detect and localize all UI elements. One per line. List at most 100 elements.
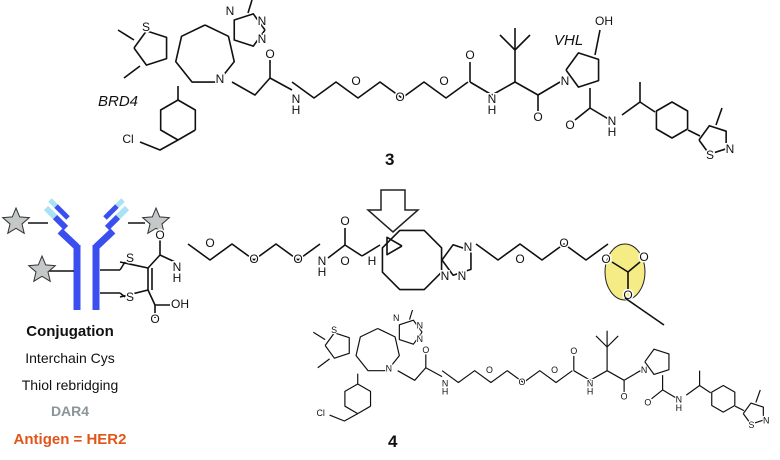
star-icon	[1, 206, 31, 235]
heavy-chain-arm	[57, 228, 80, 250]
atom-label-h: H	[173, 271, 182, 285]
star-icon	[27, 254, 57, 283]
light-chain-variable	[115, 205, 130, 220]
triazole-ring	[233, 13, 266, 47]
bond	[159, 254, 176, 263]
cyclopropane-ring	[386, 236, 403, 256]
atom-label-n: N	[173, 260, 182, 274]
bond	[627, 261, 641, 273]
atom-label-h: H	[608, 125, 617, 139]
atom-label-h: H	[587, 386, 593, 396]
bond	[595, 335, 608, 371]
bond	[397, 367, 443, 381]
bond	[621, 82, 641, 116]
conjugation-method: Interchain Cys	[25, 350, 115, 366]
bond	[499, 34, 516, 82]
atom-label-cl: Cl	[122, 132, 133, 146]
atom-label-o: O	[150, 312, 159, 326]
atom-label-n: N	[726, 142, 735, 156]
light-chain	[54, 204, 70, 220]
atom-label-o: O	[601, 252, 610, 266]
peg-linker	[291, 81, 469, 99]
atom-label-o: O	[395, 90, 404, 104]
atom-label-n: N	[587, 378, 593, 388]
atom-label-o: O	[639, 250, 648, 264]
vhl-label: VHL	[554, 32, 584, 49]
triazole-ring	[398, 319, 423, 345]
atom-label-o: O	[422, 345, 429, 355]
atom-label-n: N	[641, 365, 647, 375]
pyrrolidine-ring	[565, 52, 600, 88]
bond	[147, 240, 161, 269]
atom-label-n: N	[258, 32, 267, 46]
bond	[329, 413, 359, 422]
atom-label-n: N	[676, 395, 682, 405]
bond	[639, 101, 656, 113]
light-chain-variable	[43, 205, 58, 220]
bond	[313, 331, 326, 341]
atom-label-o: O	[340, 254, 349, 268]
phenyl-ring	[655, 101, 689, 139]
atom-label-o: O	[623, 288, 632, 302]
atom-label-n: N	[216, 72, 225, 86]
compound-4-number: 4	[388, 432, 398, 451]
star-icon	[141, 206, 171, 235]
atom-label-n: N	[292, 92, 301, 106]
bond	[514, 34, 531, 51]
bond	[231, 77, 293, 96]
atom-label-s: S	[126, 251, 134, 265]
atom-label-n: N	[464, 240, 473, 254]
bond	[594, 29, 601, 56]
bond	[317, 358, 330, 369]
thiophene-ring	[324, 332, 350, 359]
atom-label-o: O	[515, 252, 524, 266]
atom-label-n: N	[561, 74, 570, 88]
atom-label-o: O	[265, 47, 274, 61]
atom-label-s: S	[748, 420, 754, 430]
phenyl-ring	[711, 384, 736, 413]
light-chain	[52, 214, 69, 231]
atom-label-o: O	[570, 346, 577, 356]
atom-label-o: O	[155, 228, 164, 242]
atom-label-n: N	[441, 269, 450, 283]
chlorophenyl-ring	[344, 383, 372, 415]
atom-label-h: H	[442, 386, 448, 396]
light-chain-variable	[115, 198, 125, 208]
atom-label-o: O	[293, 252, 302, 266]
cyclooctyne-ring	[381, 229, 443, 291]
thiazole-ring	[698, 124, 727, 156]
bond	[734, 405, 745, 412]
atom-label-o: O	[340, 214, 349, 228]
thiazole-ring	[742, 402, 764, 425]
antigen-label: Antigen = HER2	[13, 431, 127, 448]
atom-label-n: N	[226, 4, 235, 18]
chlorophenyl-ring	[159, 99, 197, 141]
bond	[685, 370, 701, 396]
atom-label-o: O	[519, 377, 526, 387]
bond	[606, 335, 619, 348]
atom-label-o: O	[621, 392, 628, 402]
diazepine-ring	[355, 327, 400, 372]
diazepine-ring	[174, 24, 236, 83]
bond	[247, 0, 253, 14]
atom-label-cl: Cl	[317, 408, 325, 418]
atom-label-o: O	[559, 236, 568, 250]
atom-label-h: H	[676, 403, 682, 413]
bond	[623, 370, 641, 381]
ester-highlight	[604, 243, 646, 301]
atom-label-n: N	[386, 364, 392, 374]
bond	[651, 389, 663, 400]
light-chain	[103, 204, 119, 220]
bond	[687, 129, 701, 137]
antibody-icon	[1, 198, 171, 310]
atom-label-o: O	[205, 236, 214, 250]
light-chain	[104, 214, 121, 231]
bond	[147, 289, 170, 306]
peg-linker-right	[475, 243, 609, 261]
atom-label-n: N	[763, 415, 769, 425]
atom-label-s: S	[126, 290, 134, 304]
